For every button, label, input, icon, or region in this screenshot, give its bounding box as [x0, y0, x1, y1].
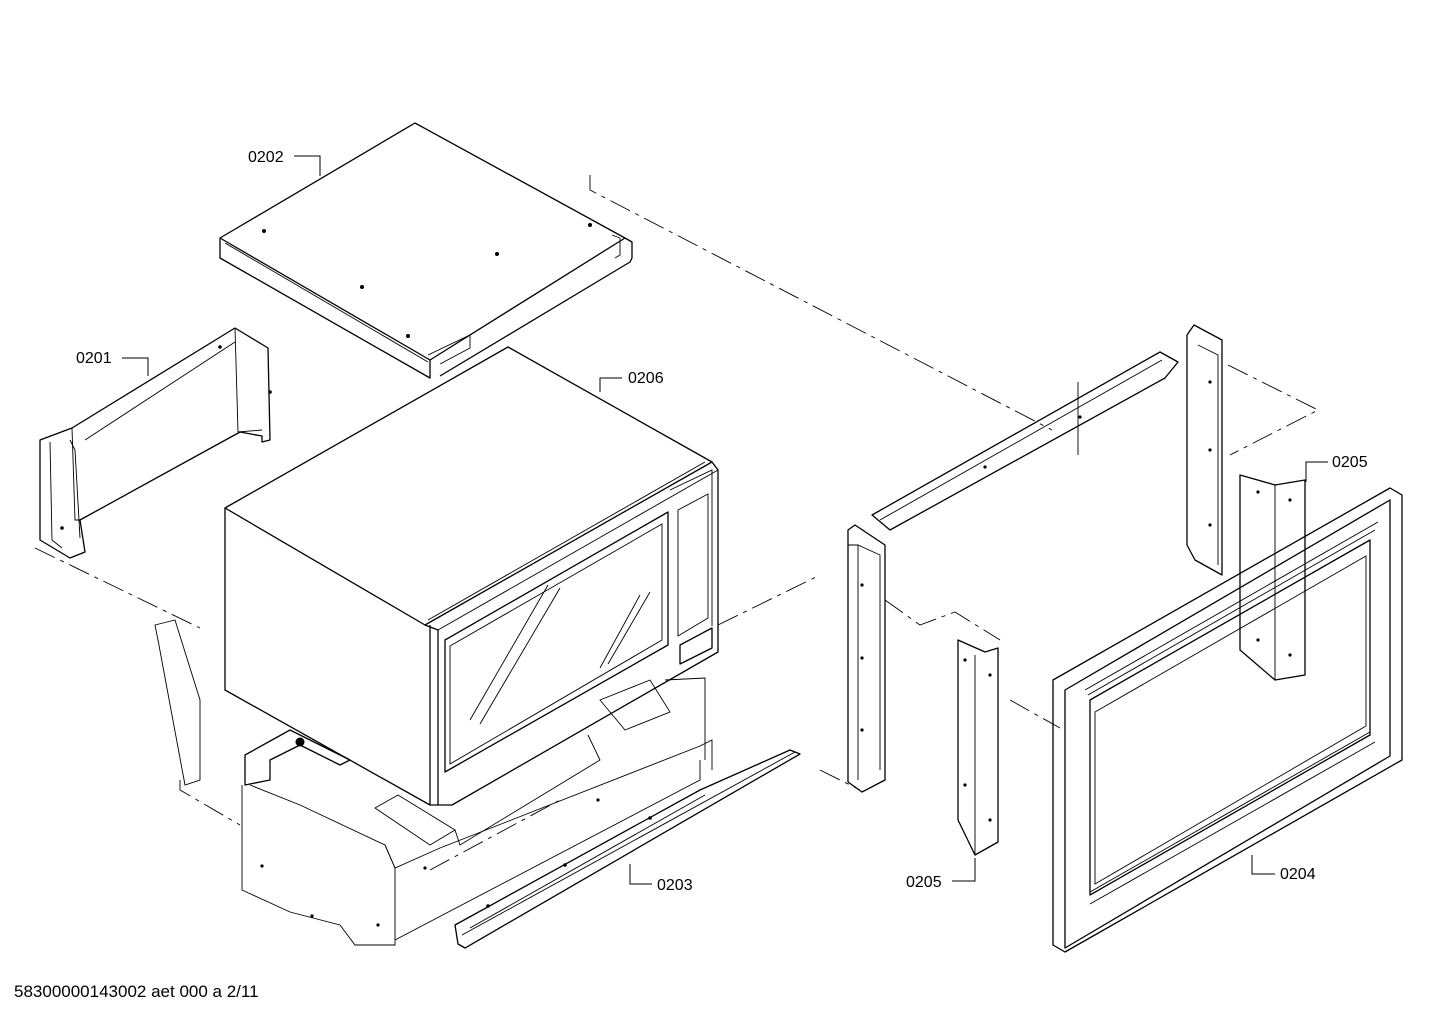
label-0201: 0201 [76, 350, 112, 367]
label-0202: 0202 [248, 149, 284, 166]
part-0206-microwave [224, 346, 719, 806]
part-0205-upper-bracket [1239, 474, 1306, 681]
label-0204: 0204 [1280, 866, 1316, 883]
rear-rail [871, 351, 1179, 531]
label-0205-lower: 0205 [906, 874, 942, 891]
label-0206: 0206 [628, 370, 664, 387]
label-0203: 0203 [657, 877, 693, 894]
right-channel [1186, 324, 1223, 576]
document-footer-code: 58300000143002 aet 000 a 2/11 [14, 982, 259, 1001]
part-0203-base-plate [454, 749, 801, 949]
label-0205-upper: 0205 [1332, 454, 1368, 471]
part-0202-top-cover [219, 122, 633, 379]
under-chassis [154, 619, 713, 946]
part-0201-side-bracket [39, 327, 272, 559]
left-channel [847, 524, 886, 793]
assembly-dash-lines [34, 175, 1319, 871]
part-0204-trim-frame [1052, 487, 1403, 953]
callouts: 0202 0201 0206 0205 0203 0205 0204 [76, 149, 1368, 894]
part-0205-lower-bracket [957, 639, 999, 856]
